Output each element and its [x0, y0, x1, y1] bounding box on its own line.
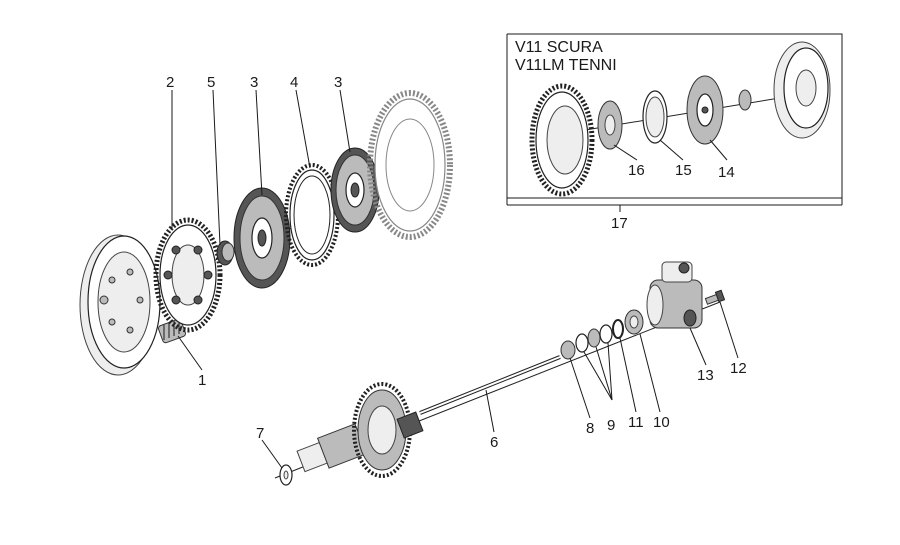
inset-box: V11 SCURA V11LM TENNI	[506, 33, 843, 212]
leader-lines	[171, 89, 739, 469]
inset-title-line1: V11 SCURA	[515, 39, 603, 56]
flywheel-part	[79, 234, 161, 376]
inset-axis-line	[554, 92, 811, 136]
hub-part	[216, 240, 235, 266]
ring-part	[284, 163, 340, 267]
inset-disc-14	[686, 75, 724, 145]
callout-14: 14	[718, 164, 735, 181]
callout-11: 11	[628, 414, 644, 431]
pushrod-part	[419, 355, 561, 415]
callout-1: 1	[198, 372, 206, 389]
callout-4: 4	[290, 74, 298, 91]
callout-3-left: 3	[250, 74, 258, 91]
slave-cylinder-part	[646, 261, 703, 329]
toothed-plate-part	[153, 217, 223, 333]
callout-9: 9	[607, 417, 615, 434]
callout-12: 12	[730, 360, 747, 377]
inset-hub	[738, 89, 752, 111]
washer-part	[279, 464, 293, 486]
shaft-washers	[560, 309, 644, 360]
bolt-part	[704, 289, 726, 305]
callout-5: 5	[207, 74, 215, 91]
ring-gear-part	[367, 90, 453, 240]
callout-2: 2	[166, 74, 174, 91]
callout-13: 13	[697, 367, 714, 384]
callout-8: 8	[586, 420, 594, 437]
inset-title-line2: V11LM TENNI	[515, 57, 617, 74]
callout-3-right: 3	[334, 74, 342, 91]
callout-16: 16	[628, 162, 645, 179]
friction-disc-right-part	[330, 147, 380, 233]
callout-17: 17	[611, 215, 628, 232]
callout-10: 10	[653, 414, 670, 431]
callout-15: 15	[675, 162, 692, 179]
friction-disc-left-part	[233, 187, 291, 289]
callout-7: 7	[256, 425, 264, 442]
callout-6: 6	[490, 434, 498, 451]
inset-disc-16	[597, 100, 623, 150]
inset-plate-15	[642, 90, 668, 144]
inset-ring-gear	[529, 83, 595, 197]
gear-shaft-part	[296, 382, 424, 478]
inset-flywheel	[773, 41, 831, 139]
